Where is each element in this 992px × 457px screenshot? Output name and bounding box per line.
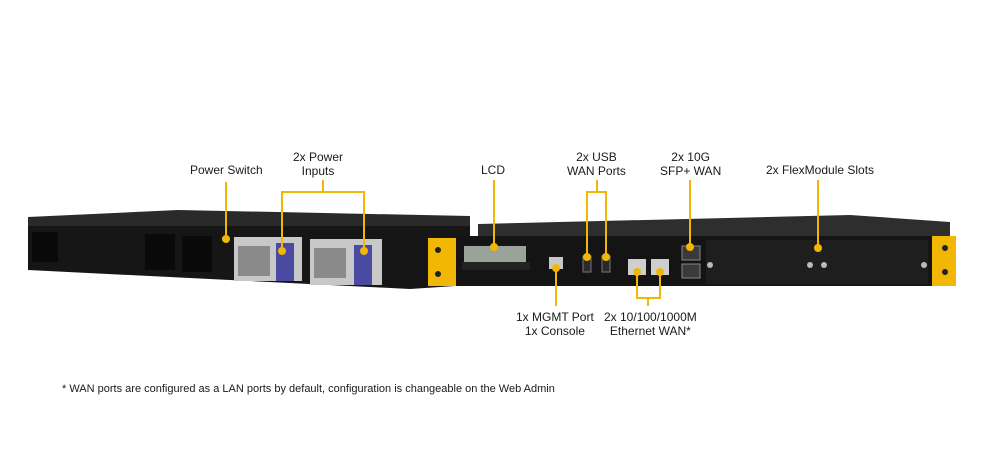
label-power-inputs-line2: Inputs <box>301 164 335 178</box>
label-ethernet-line2: Ethernet WAN* <box>609 324 691 338</box>
rear-fan-3 <box>182 236 212 272</box>
label-ethernet-line1: 2x 10/100/1000M <box>604 310 697 324</box>
label-lcd: LCD <box>481 163 506 177</box>
lcd-screen <box>464 246 526 264</box>
callout-lines <box>225 180 819 306</box>
label-usb-line2: WAN Ports <box>567 164 626 178</box>
label-sfp-wan: 2x 10G SFP+ WAN <box>660 150 721 178</box>
psu-1 <box>234 237 302 281</box>
label-usb-line1: 2x USB <box>576 150 617 164</box>
label-flexmodule: 2x FlexModule Slots <box>766 163 875 177</box>
mgmt-port <box>549 257 563 269</box>
label-mgmt-line2: 1x Console <box>524 324 585 338</box>
rear-fan-1 <box>32 232 58 262</box>
rear-chassis <box>28 210 470 289</box>
power-switch-icon <box>222 235 230 243</box>
label-mgmt-line1: 1x MGMT Port <box>516 310 594 324</box>
label-power-switch: Power Switch <box>190 163 263 177</box>
ethernet-port-1 <box>628 259 646 275</box>
ethernet-port-2 <box>651 259 669 275</box>
left-rack-ear <box>428 238 456 286</box>
label-sfp-line2: SFP+ WAN <box>660 164 722 178</box>
label-sfp-line1: 2x 10G <box>671 150 710 164</box>
psu-2 <box>310 239 382 285</box>
label-mgmt-console: 1x MGMT Port 1x Console <box>516 310 594 338</box>
sfp-port-2 <box>681 263 701 279</box>
label-ethernet-wan: 2x 10/100/1000M Ethernet WAN* <box>604 310 697 338</box>
right-rack-ear <box>932 236 956 286</box>
label-usb-wan: 2x USB WAN Ports <box>567 150 626 178</box>
rear-fan-2 <box>145 234 175 270</box>
footnote: * WAN ports are configured as a LAN port… <box>62 383 555 395</box>
label-power-inputs-line1: 2x Power <box>293 150 344 164</box>
label-power-inputs: 2x Power Inputs <box>293 150 343 178</box>
front-chassis <box>428 215 956 286</box>
callout-dots <box>490 243 822 276</box>
